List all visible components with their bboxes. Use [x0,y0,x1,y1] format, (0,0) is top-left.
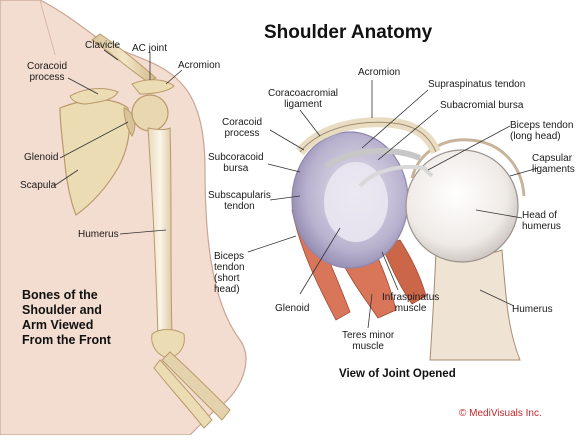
front-view-caption: Bones of the Shoulder and Arm Viewed Fro… [22,288,142,348]
label-line: tendon [224,201,255,212]
label-line: Coracoid [27,61,68,72]
humerus-shaft-joint [429,249,521,361]
label-capsular-ligaments: Capsular ligaments [532,153,575,175]
label-coracoid-joint: Coracoid process [222,117,262,139]
label-line: muscle [352,341,384,352]
label-head-of-humerus: Head of humerus [522,210,561,232]
label-coracoacromial-ligament: Coracoacromial ligament [268,88,338,110]
biceps-long-tendon [358,165,434,188]
label-line: Capsular [532,153,573,164]
caption-line: Arm Viewed [22,318,94,332]
elbow-bones [151,329,185,359]
label-infraspinatus-muscle: Infraspinatus muscle [382,292,439,314]
label-line: head) [214,284,240,295]
label-line: process [224,128,260,139]
label-line: Head of [522,210,558,221]
glenoid-center [324,162,388,242]
muscle-right [381,239,427,305]
label-line: Teres minor [342,330,395,341]
label-line: ligaments [532,164,575,175]
label-glenoid-joint: Glenoid [275,303,310,314]
label-subcoracoid-bursa: Subcoracoid bursa [208,152,264,174]
label-line: Subcoracoid [208,152,264,163]
joint-leader-lines [247,80,539,329]
acromion-arch-edge [299,121,437,153]
supraspinatus-tendon [324,148,422,169]
caption-line: Shoulder and [22,303,102,317]
label-line: Coracoid [222,117,263,128]
label-clavicle: Clavicle [85,40,121,51]
clavicle-bone [91,33,157,83]
label-humerus-joint: Humerus [512,304,553,315]
label-line: Coracoacromial [268,88,339,99]
neck-line [39,0,56,56]
label-line: Infraspinatus [382,292,440,303]
label-line: (short [214,273,240,284]
humeral-head-front [131,94,169,132]
acromion-bone [131,79,175,95]
front-leader-lines [53,49,183,235]
label-line: Subscapularis [208,190,271,201]
humeral-head-joint [405,149,519,263]
label-line: Biceps [214,251,245,262]
label-subacromial-bursa: Subacromial bursa [440,100,524,111]
label-coracoid-front: Coracoid process [27,61,67,83]
label-line: (long head) [510,131,561,142]
page-title: Shoulder Anatomy [264,22,433,43]
forearm-bones-2 [153,359,213,429]
copyright-notice: © MediVisuals Inc. [459,408,542,419]
caption-line: From the Front [22,333,111,347]
scapula-bone [59,99,131,216]
label-line: Biceps tendon [510,120,574,131]
joint-opened-figure [291,117,526,361]
label-acromion-joint: Acromion [358,67,401,78]
label-line: tendon [214,262,245,273]
label-biceps-short-head: Biceps tendon (short head) [214,251,245,295]
label-glenoid-front: Glenoid [24,152,59,163]
front-view-figure [0,0,247,436]
humerus-shaft-front [147,127,173,339]
label-scapula: Scapula [20,180,57,191]
label-ac-joint: AC joint [132,43,168,54]
label-line: bursa [223,163,249,174]
label-acromion-front: Acromion [178,60,221,71]
label-teres-minor-muscle: Teres minor muscle [342,330,394,352]
label-subscapularis-tendon: Subscapularis tendon [208,190,271,212]
label-line: humerus [522,221,561,232]
coracoid-bone [69,88,119,105]
label-supraspinatus-tendon: Supraspinatus tendon [428,79,526,90]
capsule-rim [410,138,526,197]
label-line: muscle [394,303,427,314]
caption-line: Bones of the [22,288,98,302]
label-line: ligament [284,99,322,110]
label-biceps-long-head: Biceps tendon (long head) [510,120,573,142]
label-line: process [29,72,65,83]
forearm-bones [161,351,231,421]
label-humerus-front: Humerus [78,229,119,240]
joint-view-caption: View of Joint Opened [339,368,456,380]
